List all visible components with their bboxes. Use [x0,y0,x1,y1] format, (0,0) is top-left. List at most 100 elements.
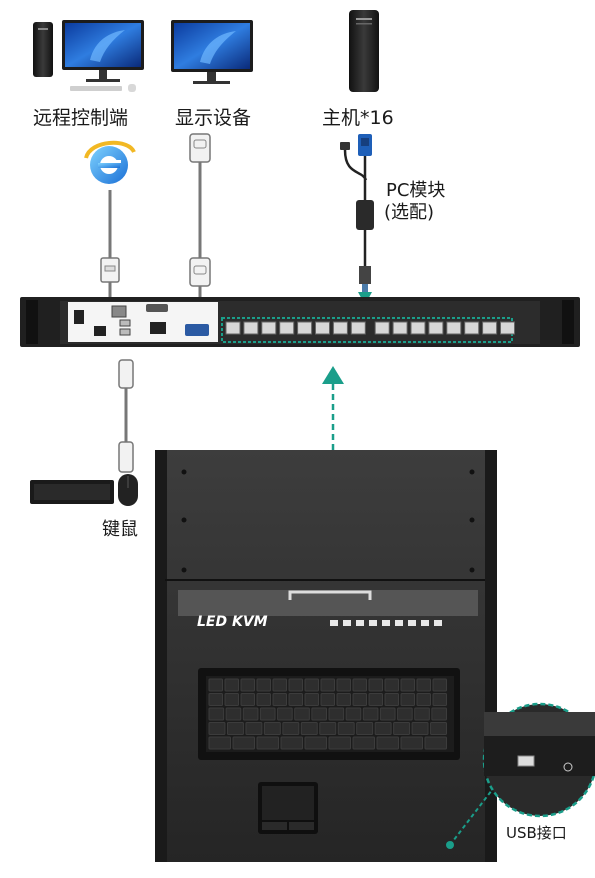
console-key [321,679,335,691]
host-port-6 [316,322,330,334]
console-key [337,679,351,691]
console-key [417,679,431,691]
console-key [209,723,225,735]
pc-module-optional-label: (选配) [384,198,434,224]
console-key [225,694,239,706]
console-key [329,737,351,749]
tower-case [33,22,53,77]
console-key [305,737,327,749]
kvm-console-drawer [155,450,497,862]
console-key [398,708,413,720]
console-key [320,723,336,735]
console-key [273,694,287,706]
console-key [401,694,415,706]
console-key [246,723,262,735]
console-key [209,737,231,749]
host-port-11 [411,322,425,334]
console-key [281,737,303,749]
usb-port [518,756,534,766]
console-key [225,679,239,691]
remote-terminal-pc [33,20,144,92]
console-key [433,694,447,706]
console-key [380,708,395,720]
host-port-10 [393,322,407,334]
led-button [369,620,377,626]
host-port-1 [226,322,240,334]
console-key [369,694,383,706]
console-key [243,708,258,720]
console-key [357,723,373,735]
console-key [425,737,447,749]
console-key [363,708,378,720]
led-button [434,620,442,626]
console-key [337,694,351,706]
usb-port-label: USB接口 [506,822,567,843]
console-key [257,679,271,691]
console-key [264,723,280,735]
console-key [321,694,335,706]
vga-cable [190,134,210,298]
console-key [417,694,431,706]
console-key [241,679,255,691]
console-key [394,723,410,735]
kvm-brand-label: LED KVM [197,614,268,630]
display-device-label: 显示设备 [175,103,251,130]
console-key [432,708,447,720]
console-key [283,723,299,735]
console-key [385,694,399,706]
console-key [226,708,241,720]
console-key [278,708,293,720]
pc-module-cable [340,134,374,305]
console-key [415,708,430,720]
host-port-14 [465,322,479,334]
console-key [353,737,375,749]
console-key [375,723,391,735]
host-port-3 [262,322,276,334]
led-button [408,620,416,626]
console-key [209,708,224,720]
console-key [227,723,243,735]
console-key [273,679,287,691]
host-tower [349,10,379,92]
console-key [401,679,415,691]
ie-browser-icon [86,143,134,184]
display-device-monitor [171,20,253,84]
pc-module-box [356,200,374,230]
console-key [377,737,399,749]
console-key [338,723,354,735]
led-button [356,620,364,626]
console-key [260,708,275,720]
usb-cable [119,360,133,472]
console-key [401,737,423,749]
host-port-15 [483,322,497,334]
usb-plug-icon [119,360,133,388]
console-led-buttons [330,620,442,626]
console-key [353,694,367,706]
console-key [209,694,223,706]
console-key [257,737,279,749]
host-port-12 [429,322,443,334]
console-key [433,679,447,691]
host-port-13 [447,322,461,334]
keyboard-mouse [30,474,138,506]
console-key [301,723,317,735]
console-key [412,723,428,735]
host-port-5 [298,322,312,334]
console-key [305,694,319,706]
console-key [241,694,255,706]
console-key [385,679,399,691]
console-key [257,694,271,706]
led-button [421,620,429,626]
console-key [233,737,255,749]
host-port-7 [333,322,347,334]
console-key [369,679,383,691]
led-button [343,620,351,626]
host-port-8 [351,322,365,334]
remote-terminal-label: 远程控制端 [33,103,128,130]
host-port-4 [280,322,294,334]
console-key [289,694,303,706]
host-port-2 [244,322,258,334]
console-key [353,679,367,691]
console-key [305,679,319,691]
